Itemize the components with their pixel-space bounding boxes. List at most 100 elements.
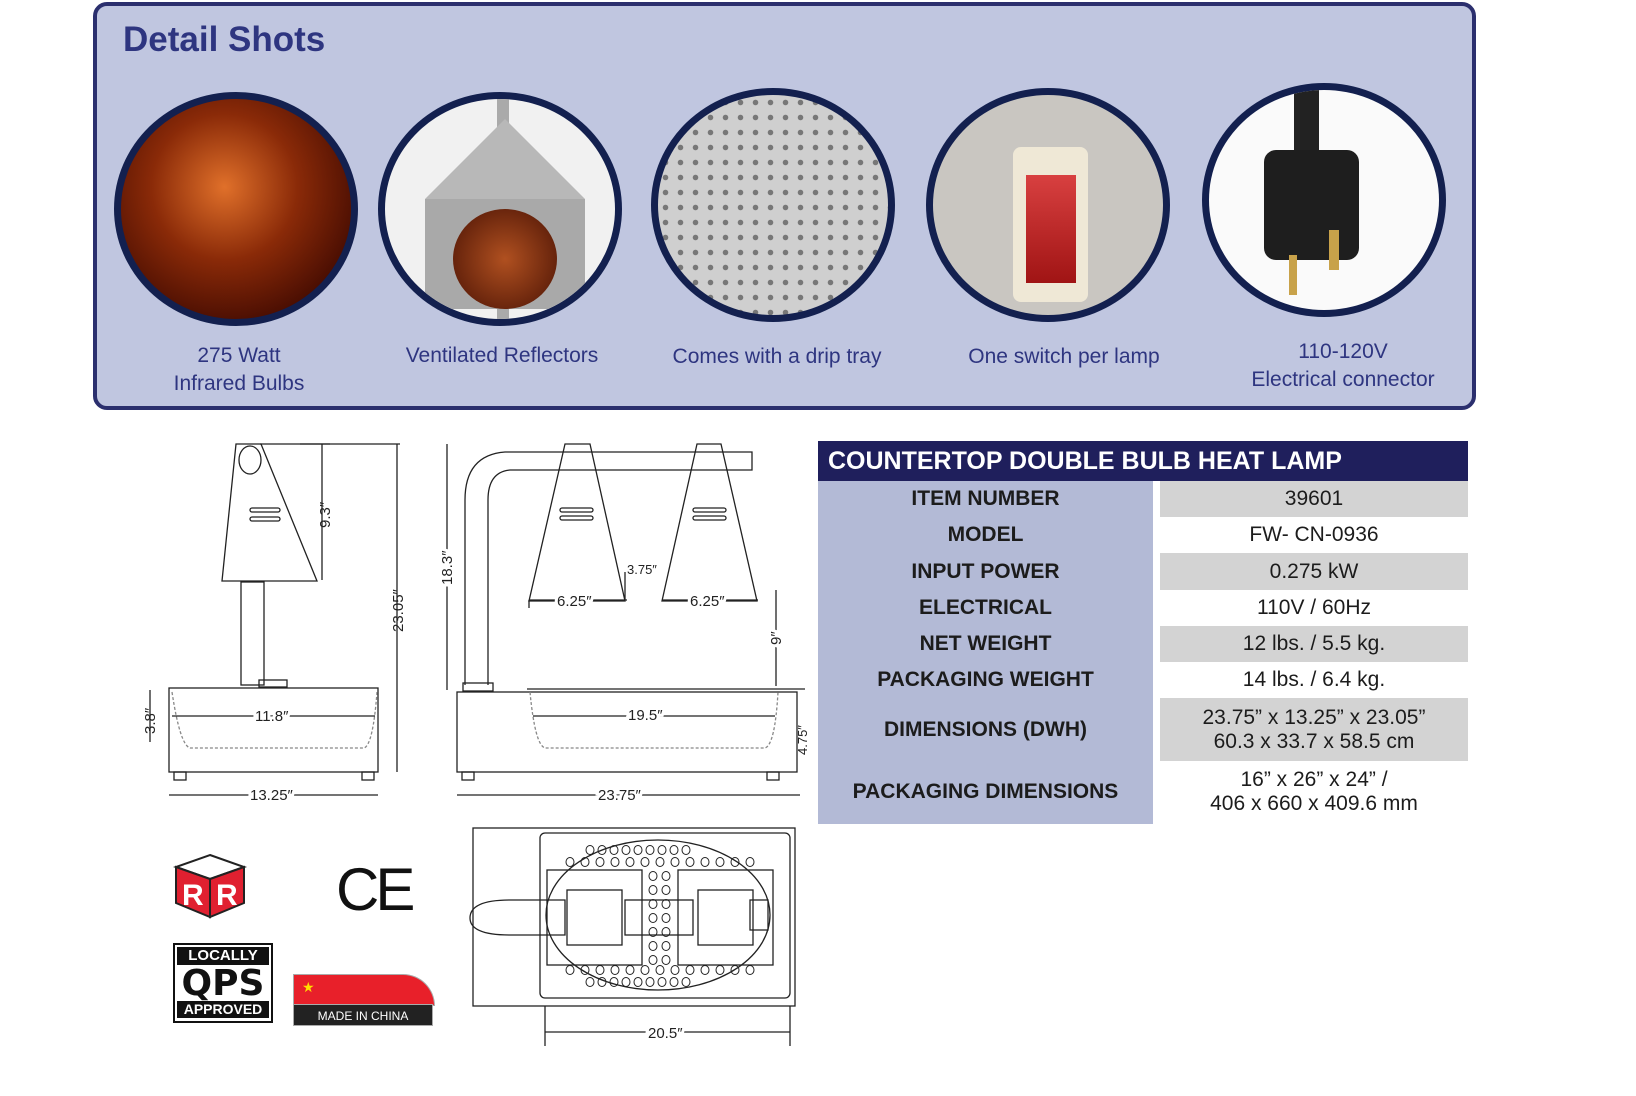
caption-line: Ventilated Reflectors — [405, 344, 599, 367]
spec-value-line: 0.275 kW — [1269, 559, 1359, 583]
spec-label: PACKAGING WEIGHT — [877, 668, 1094, 691]
tray-hole — [661, 885, 671, 895]
caption-line: Infrared Bulbs — [173, 372, 305, 395]
tray-hole — [609, 977, 619, 987]
spec-label: ELECTRICAL — [919, 596, 1052, 619]
made-in-china-badge: ★ MADE IN CHINA — [293, 974, 435, 1026]
dim-side-base-height: 3.8″ — [142, 707, 159, 734]
panel-title: Detail Shots — [123, 20, 326, 59]
rr-logo: R R — [172, 853, 248, 919]
made-in-china-label: MADE IN CHINA — [293, 1004, 433, 1026]
spec-row: ITEM NUMBER 39601 — [818, 481, 1468, 517]
spec-value: 110V / 60Hz — [1160, 590, 1468, 626]
tray-hole — [585, 845, 595, 855]
tray-hole — [661, 899, 671, 909]
tray-hole — [625, 857, 635, 867]
caption-line: 110-120V — [1298, 340, 1388, 363]
caption-connector: 110-120V Electrical connector — [1203, 338, 1483, 394]
dim-side-base-width: 13.25″ — [250, 787, 294, 804]
dim-front-clearance: 9″ — [768, 631, 785, 645]
tray-hole — [661, 871, 671, 881]
dimension-drawings: 9.3″ 23.05″ 3.8″ 11.8″ 13.25″ 18.3″ 3.75… — [142, 443, 810, 1046]
qps-main: QPS — [181, 963, 265, 1004]
dim-side-tray-width: 11.8″ — [255, 708, 289, 725]
spec-value: 0.275 kW — [1160, 553, 1468, 590]
tray-hole — [745, 965, 755, 975]
spec-value-line: 406 x 660 x 409.6 mm — [1210, 792, 1418, 815]
china-flag-icon: ★ — [293, 974, 435, 1006]
spec-value-line: 23.75” x 13.25” x 23.05” — [1202, 705, 1426, 729]
tray-hole — [657, 977, 667, 987]
tray-hole — [661, 927, 671, 937]
tray-hole — [565, 857, 575, 867]
qps-approved: APPROVED — [177, 1001, 269, 1018]
spec-row: PACKAGING DIMENSIONS 16” x 26” x 24” /406… — [818, 761, 1468, 823]
spec-value: 23.75” x 13.25” x 23.05”60.3 x 33.7 x 58… — [1160, 698, 1468, 761]
tray-hole — [645, 977, 655, 987]
tray-hole — [655, 857, 665, 867]
dim-front-shade-width-2: 6.25″ — [690, 593, 725, 610]
tray-hole — [648, 885, 658, 895]
tray-hole — [648, 871, 658, 881]
tray-hole — [610, 857, 620, 867]
tray-hole — [681, 977, 691, 987]
tray-hole — [685, 857, 695, 867]
spec-row: INPUT POWER 0.275 kW — [818, 553, 1468, 590]
tray-hole — [595, 965, 605, 975]
spec-label: PACKAGING DIMENSIONS — [852, 780, 1119, 803]
tray-hole — [700, 857, 710, 867]
dim-front-base-height: 4.75″ — [795, 725, 810, 755]
tray-hole — [597, 845, 607, 855]
dim-front-tray-width: 19.5″ — [628, 707, 663, 724]
spec-label: ITEM NUMBER — [911, 487, 1060, 510]
tray-hole — [580, 857, 590, 867]
dim-side-shade-height: 9.3″ — [317, 501, 334, 528]
tray-hole — [648, 913, 658, 923]
dim-front-post-height: 18.3″ — [439, 550, 456, 585]
tray-hole — [597, 977, 607, 987]
caption-line: One switch per lamp — [968, 345, 1160, 368]
caption-line: Electrical connector — [1251, 368, 1435, 391]
spec-label: INPUT POWER — [911, 559, 1060, 583]
tray-hole — [681, 845, 691, 855]
spec-value-line: 16” x 26” x 24” / — [1240, 768, 1388, 791]
tray-hole — [648, 955, 658, 965]
spec-value: FW- CN-0936 — [1160, 517, 1468, 553]
spec-label-column — [818, 481, 1153, 824]
spec-table-title: COUNTERTOP DOUBLE BULB HEAT LAMP — [818, 441, 1468, 481]
spec-row: DIMENSIONS (DWH) 23.75” x 13.25” x 23.05”… — [818, 698, 1468, 761]
caption-line: Comes with a drip tray — [672, 345, 882, 368]
caption-drip-tray: Comes with a drip tray — [637, 343, 917, 371]
tray-hole — [610, 965, 620, 975]
tray-hole — [621, 845, 631, 855]
tray-hole — [661, 955, 671, 965]
spec-value: 39601 — [1160, 481, 1468, 517]
spec-value-line: 110V / 60Hz — [1256, 596, 1371, 619]
tray-hole — [648, 899, 658, 909]
tray-hole — [745, 857, 755, 867]
tray-hole — [670, 965, 680, 975]
spec-value: 14 lbs. / 6.4 kg. — [1160, 662, 1468, 698]
caption-line: 275 Watt — [197, 344, 281, 367]
infrared-bulb-photo — [114, 92, 358, 326]
tray-hole — [685, 965, 695, 975]
tray-hole — [669, 977, 679, 987]
spec-value-line: 39601 — [1284, 487, 1344, 510]
tray-hole — [669, 845, 679, 855]
spec-label: MODEL — [947, 523, 1024, 546]
caption-switch: One switch per lamp — [924, 343, 1204, 371]
drip-tray-photo — [651, 88, 895, 322]
svg-text:R: R — [216, 879, 238, 912]
spec-label: NET WEIGHT — [919, 632, 1052, 655]
dim-front-base-width: 23.75″ — [598, 787, 642, 804]
spec-value-line: 60.3 x 33.7 x 58.5 cm — [1213, 729, 1415, 753]
tray-hole — [657, 845, 667, 855]
dim-side-total-height: 23.05″ — [390, 588, 407, 632]
tray-hole — [609, 845, 619, 855]
spec-row: PACKAGING WEIGHT 14 lbs. / 6.4 kg. — [818, 662, 1468, 698]
spec-label: DIMENSIONS (DWH) — [884, 717, 1087, 741]
tray-hole — [648, 927, 658, 937]
spec-value-line: FW- CN-0936 — [1249, 523, 1379, 546]
